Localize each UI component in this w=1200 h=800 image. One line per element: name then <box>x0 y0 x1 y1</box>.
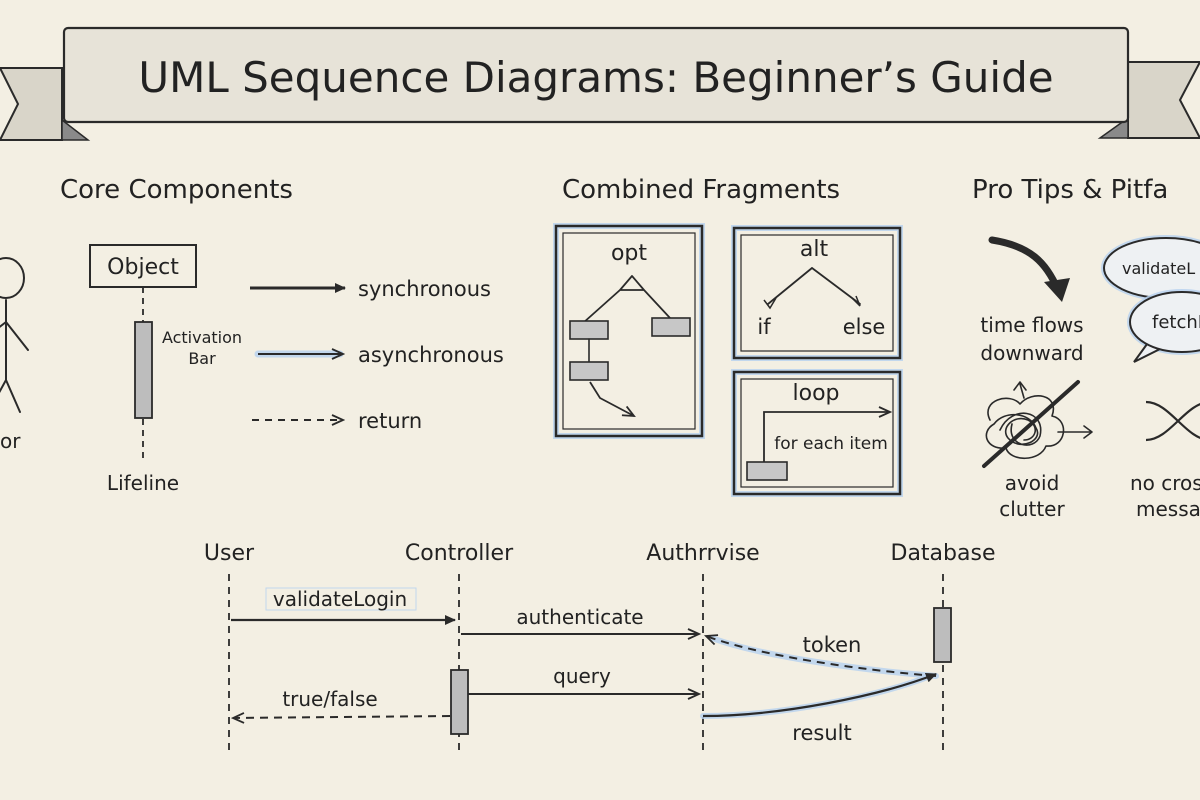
participant-user: User <box>204 541 255 566</box>
activation-label-1: Activation <box>162 328 242 347</box>
alt-fragment: alt if else <box>731 225 903 361</box>
return-label: return <box>358 409 422 433</box>
example-sequence-diagram: User Controller Authrrvise Database vali… <box>204 541 996 752</box>
msg-token-label: token <box>803 633 862 657</box>
msg-truefalse-arrow <box>233 716 451 718</box>
cross-label-1: no cros <box>1130 471 1200 495</box>
banner-fold-left <box>61 118 91 141</box>
cross-label-2: messa <box>1136 497 1200 521</box>
banner-right-ribbon <box>1127 61 1200 139</box>
activation-label-2: Bar <box>188 349 216 368</box>
alt-else-label: else <box>843 315 886 339</box>
database-activation-bar <box>933 607 952 663</box>
msg-authenticate-label: authenticate <box>516 605 643 629</box>
bubble-1-label: validateL <box>1122 259 1195 278</box>
loop-guard-label: for each item <box>774 434 888 454</box>
speech-bubble-2: fetchD <box>1127 289 1200 363</box>
core-components-section: Core Components or Object Activation Bar… <box>0 175 504 495</box>
object-label: Object <box>107 255 179 280</box>
fragments-heading: Combined Fragments <box>562 175 840 205</box>
tips-heading: Pro Tips & Pitfa <box>972 175 1168 205</box>
time-flow-label-2: downward <box>980 341 1083 365</box>
msg-validatelogin-label: validateLogin <box>273 587 407 611</box>
loop-arrow <box>763 412 890 462</box>
async-label: asynchronous <box>358 343 504 367</box>
msg-truefalse-label: true/false <box>282 687 377 711</box>
activation-bar <box>134 321 153 419</box>
msg-token-arrow <box>706 636 937 677</box>
participant-controller: Controller <box>405 541 514 566</box>
clutter-label-1: avoid <box>1005 471 1060 495</box>
crossing-lines-icon <box>1145 400 1200 442</box>
lifeline-label: Lifeline <box>107 471 179 495</box>
actor-label: or <box>0 429 21 453</box>
msg-result-label: result <box>792 721 851 745</box>
sync-label: synchronous <box>358 277 491 301</box>
banner-body <box>62 26 1130 124</box>
clutter-scribble-icon <box>985 381 1093 460</box>
object-box <box>89 244 197 288</box>
actor-figure-icon <box>0 257 29 413</box>
bubble-2-label: fetchD <box>1152 312 1200 333</box>
alt-label: alt <box>800 237 829 262</box>
msg-result-arrow <box>702 672 937 718</box>
title-banner: UML Sequence Diagrams: Beginner’s Guide <box>0 26 1200 141</box>
pro-tips-section: Pro Tips & Pitfa time flows downward val… <box>972 175 1200 521</box>
clutter-label-2: clutter <box>999 497 1065 521</box>
speech-bubble-1: validateL <box>1101 235 1200 301</box>
opt-fragment: opt <box>553 223 705 439</box>
participant-database: Database <box>891 541 996 566</box>
controller-activation-bar <box>450 669 469 735</box>
alt-if-label: if <box>757 315 771 339</box>
opt-flow-arrow <box>589 381 634 416</box>
core-heading: Core Components <box>60 175 293 205</box>
banner-left-ribbon <box>0 67 63 141</box>
banner-title: UML Sequence Diagrams: Beginner’s Guide <box>138 53 1053 102</box>
participant-authrrvise: Authrrvise <box>646 541 759 566</box>
clutter-strike-line <box>982 380 1080 468</box>
loop-label: loop <box>793 381 840 406</box>
loop-fragment: loop for each item <box>731 369 903 497</box>
time-flow-label-1: time flows <box>980 313 1083 337</box>
opt-label: opt <box>611 241 647 266</box>
combined-fragments-section: Combined Fragments opt alt if else <box>553 175 903 497</box>
msg-query-label: query <box>553 664 611 688</box>
